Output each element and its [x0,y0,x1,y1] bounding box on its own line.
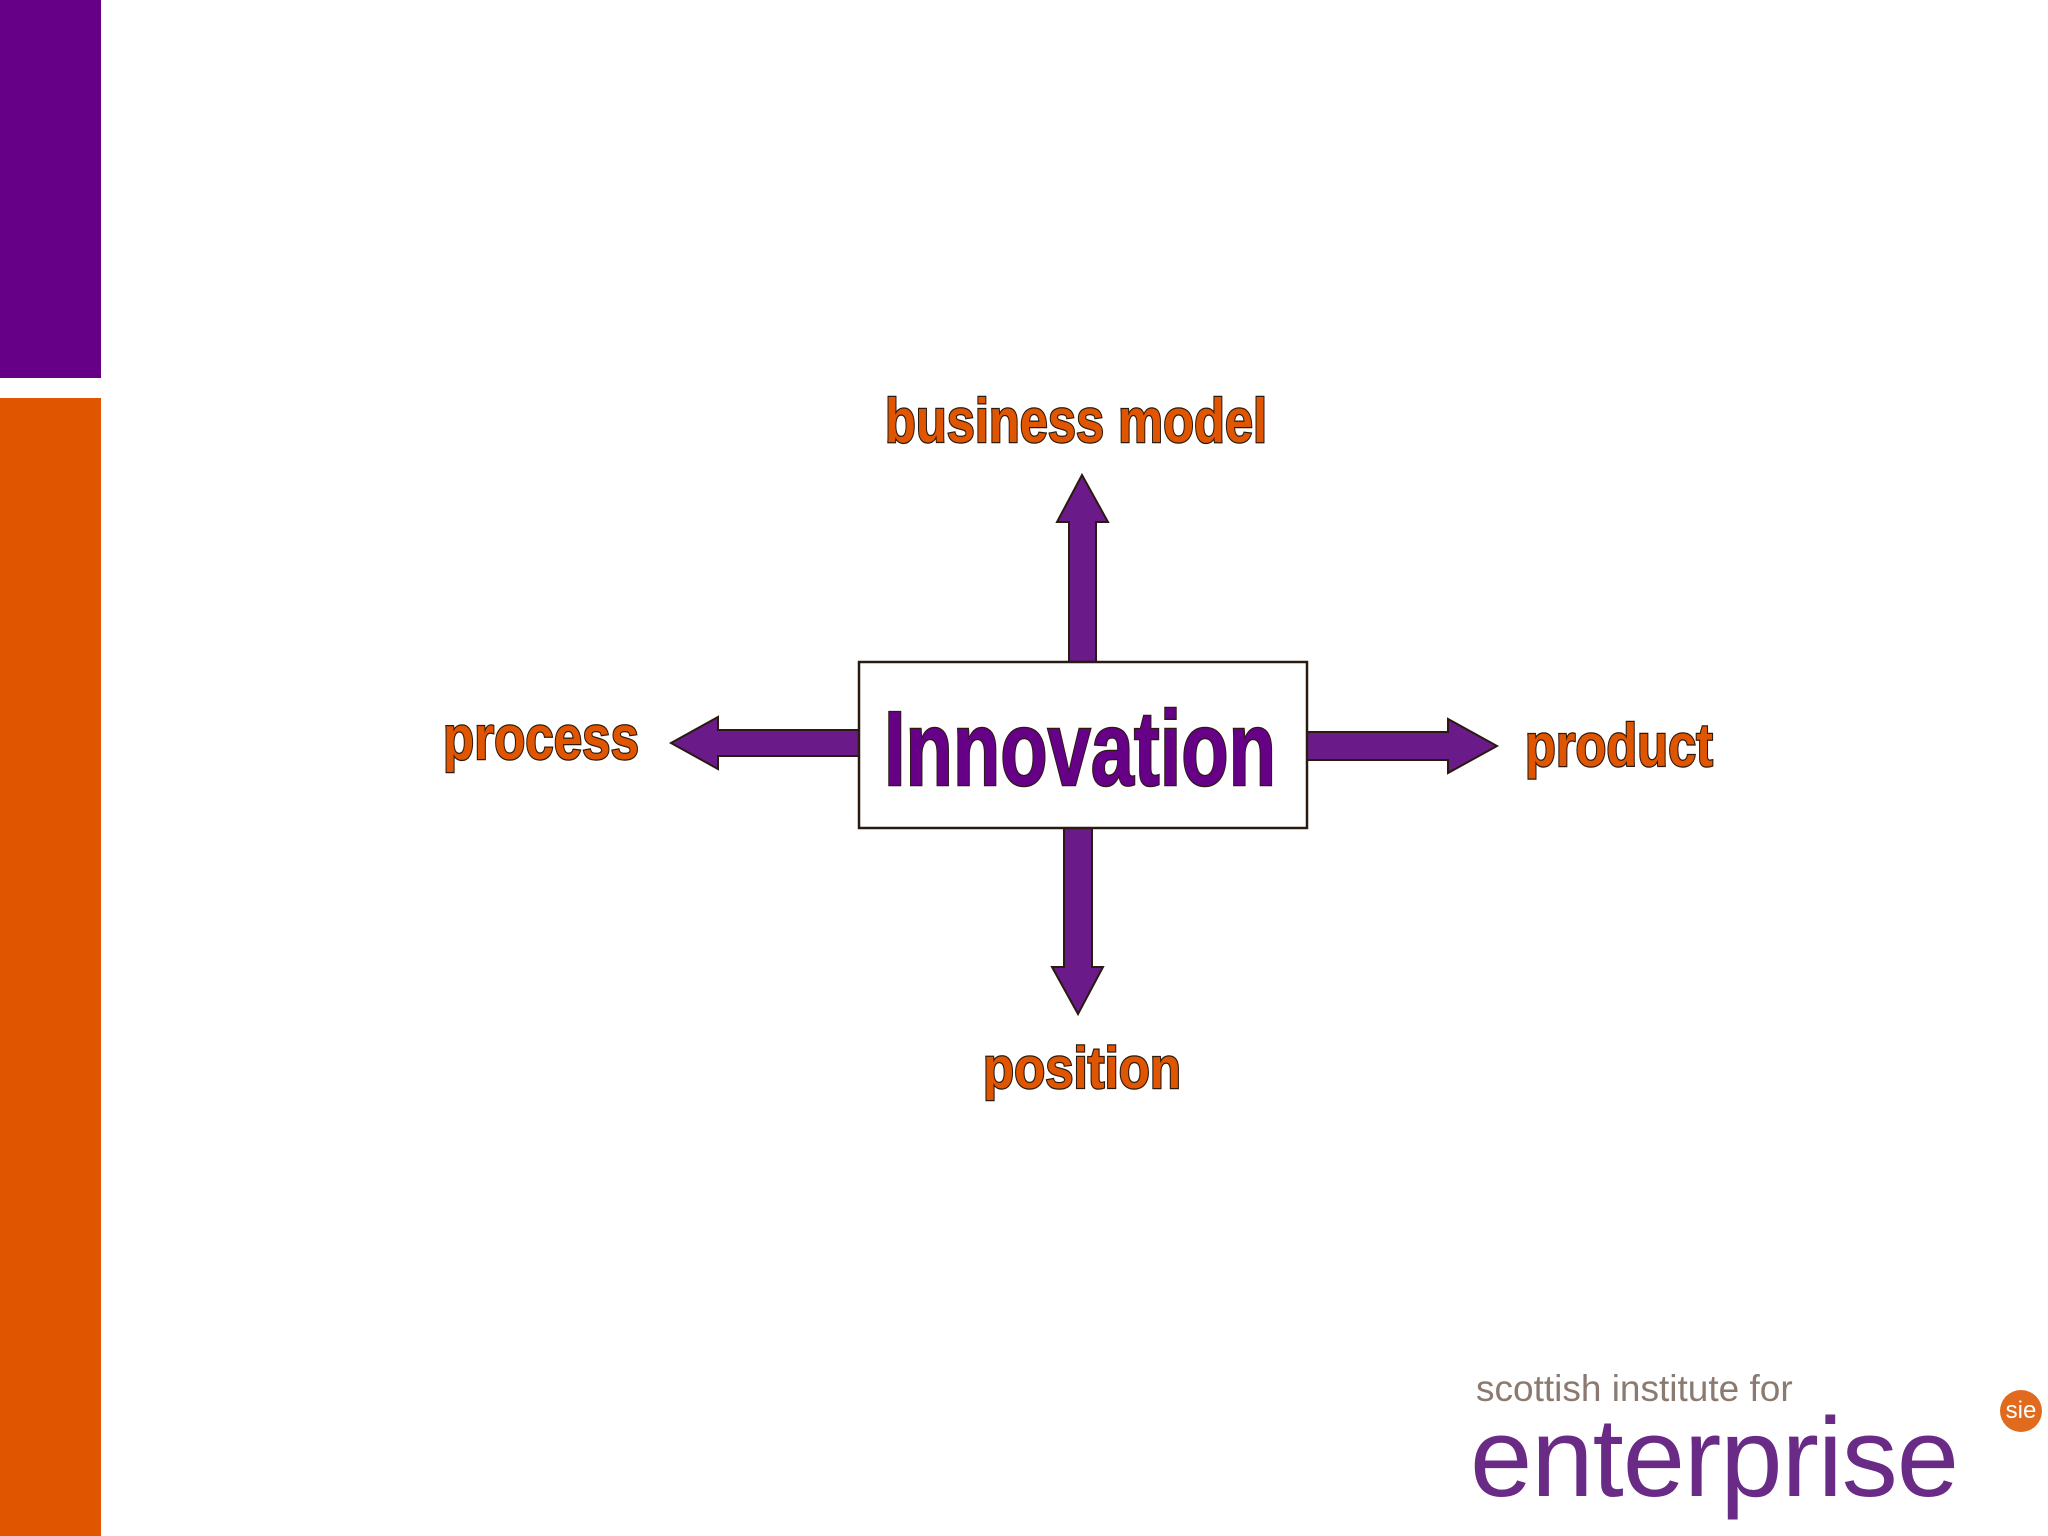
logo-tagline: scottish institute for [1476,1368,1793,1409]
label-process: process [443,704,639,773]
label-position: position [983,1036,1181,1101]
label-product: product [1525,712,1713,779]
arrow-down [1050,827,1105,1017]
arrow-up [1055,472,1110,663]
logo-wordmark: enterprise [1470,1395,1959,1520]
logo-badge-icon: sie [2000,1390,2042,1432]
sie-logo: scottish institute for enterprise sie [1470,1368,2048,1536]
arrow-left [668,715,861,771]
arrow-right [1306,717,1500,775]
innovation-box [857,660,1309,830]
left-purple-bar [0,0,101,378]
left-orange-bar [0,398,101,1536]
label-business-model: business model [885,387,1267,456]
innovation-label: Innovation [884,690,1276,808]
